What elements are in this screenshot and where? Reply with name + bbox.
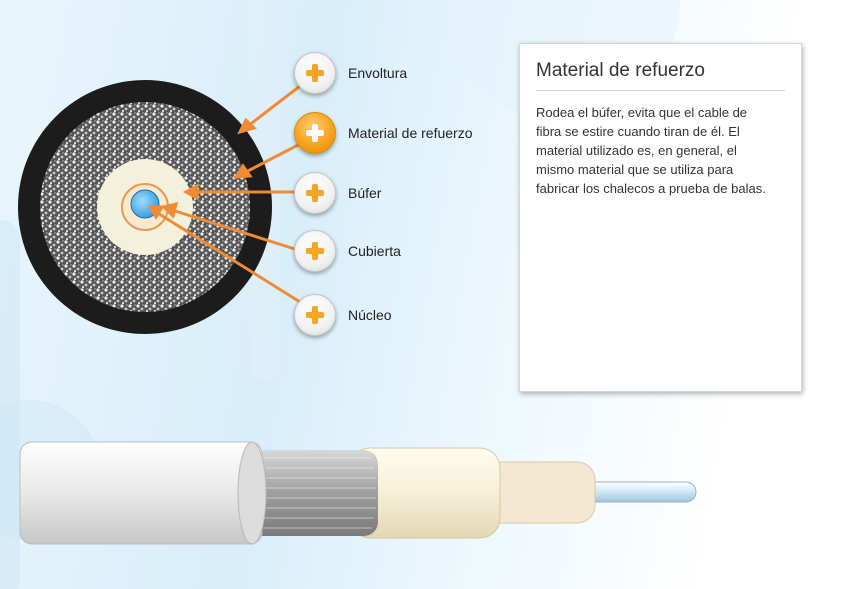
callout-label: Envoltura xyxy=(348,65,408,81)
arrow-icon xyxy=(247,84,301,128)
callout-label: Material de refuerzo xyxy=(348,125,473,141)
fiber-core-segment xyxy=(581,481,697,503)
arrow-icon xyxy=(237,117,257,135)
callout-bufer[interactable]: Búfer xyxy=(294,172,381,214)
callout-label: Cubierta xyxy=(348,243,401,259)
callout-cubierta[interactable]: Cubierta xyxy=(294,230,401,272)
plus-icon xyxy=(306,242,324,260)
info-panel-title: Material de refuerzo xyxy=(536,60,785,91)
callout-arrows xyxy=(147,84,301,304)
plus-icon xyxy=(306,124,324,142)
callout-label: Búfer xyxy=(348,185,382,201)
plus-button[interactable] xyxy=(294,112,336,154)
arrow-icon xyxy=(233,163,253,179)
callout-material-de-refuerzo[interactable]: Material de refuerzo xyxy=(294,112,473,154)
plus-button[interactable] xyxy=(294,172,336,214)
info-panel-text: Rodea el búfer, evita que el cable de fi… xyxy=(536,105,766,196)
arrow-icon xyxy=(161,201,179,219)
jacket-end-cap xyxy=(237,441,267,545)
callout-nucleo[interactable]: Núcleo xyxy=(294,294,392,336)
arrow-icon xyxy=(245,142,301,174)
plus-button[interactable] xyxy=(294,294,336,336)
strength-strand-segment xyxy=(228,450,378,536)
arrow-icon xyxy=(182,183,199,201)
callout-envoltura[interactable]: Envoltura xyxy=(294,52,407,94)
cable-cross-section xyxy=(18,80,272,334)
plus-button[interactable] xyxy=(294,230,336,272)
plus-icon xyxy=(306,64,324,82)
arrow-icon xyxy=(147,205,165,220)
plus-button[interactable] xyxy=(294,52,336,94)
plus-icon xyxy=(306,306,324,324)
plus-icon xyxy=(306,184,324,202)
cable-side-view xyxy=(19,441,697,545)
outer-jacket-segment xyxy=(19,441,263,545)
info-panel: Material de refuerzo Rodea el búfer, evi… xyxy=(519,43,802,392)
arrow-icon xyxy=(171,208,299,252)
arrow-icon xyxy=(155,210,301,304)
callout-label: Núcleo xyxy=(348,307,392,323)
